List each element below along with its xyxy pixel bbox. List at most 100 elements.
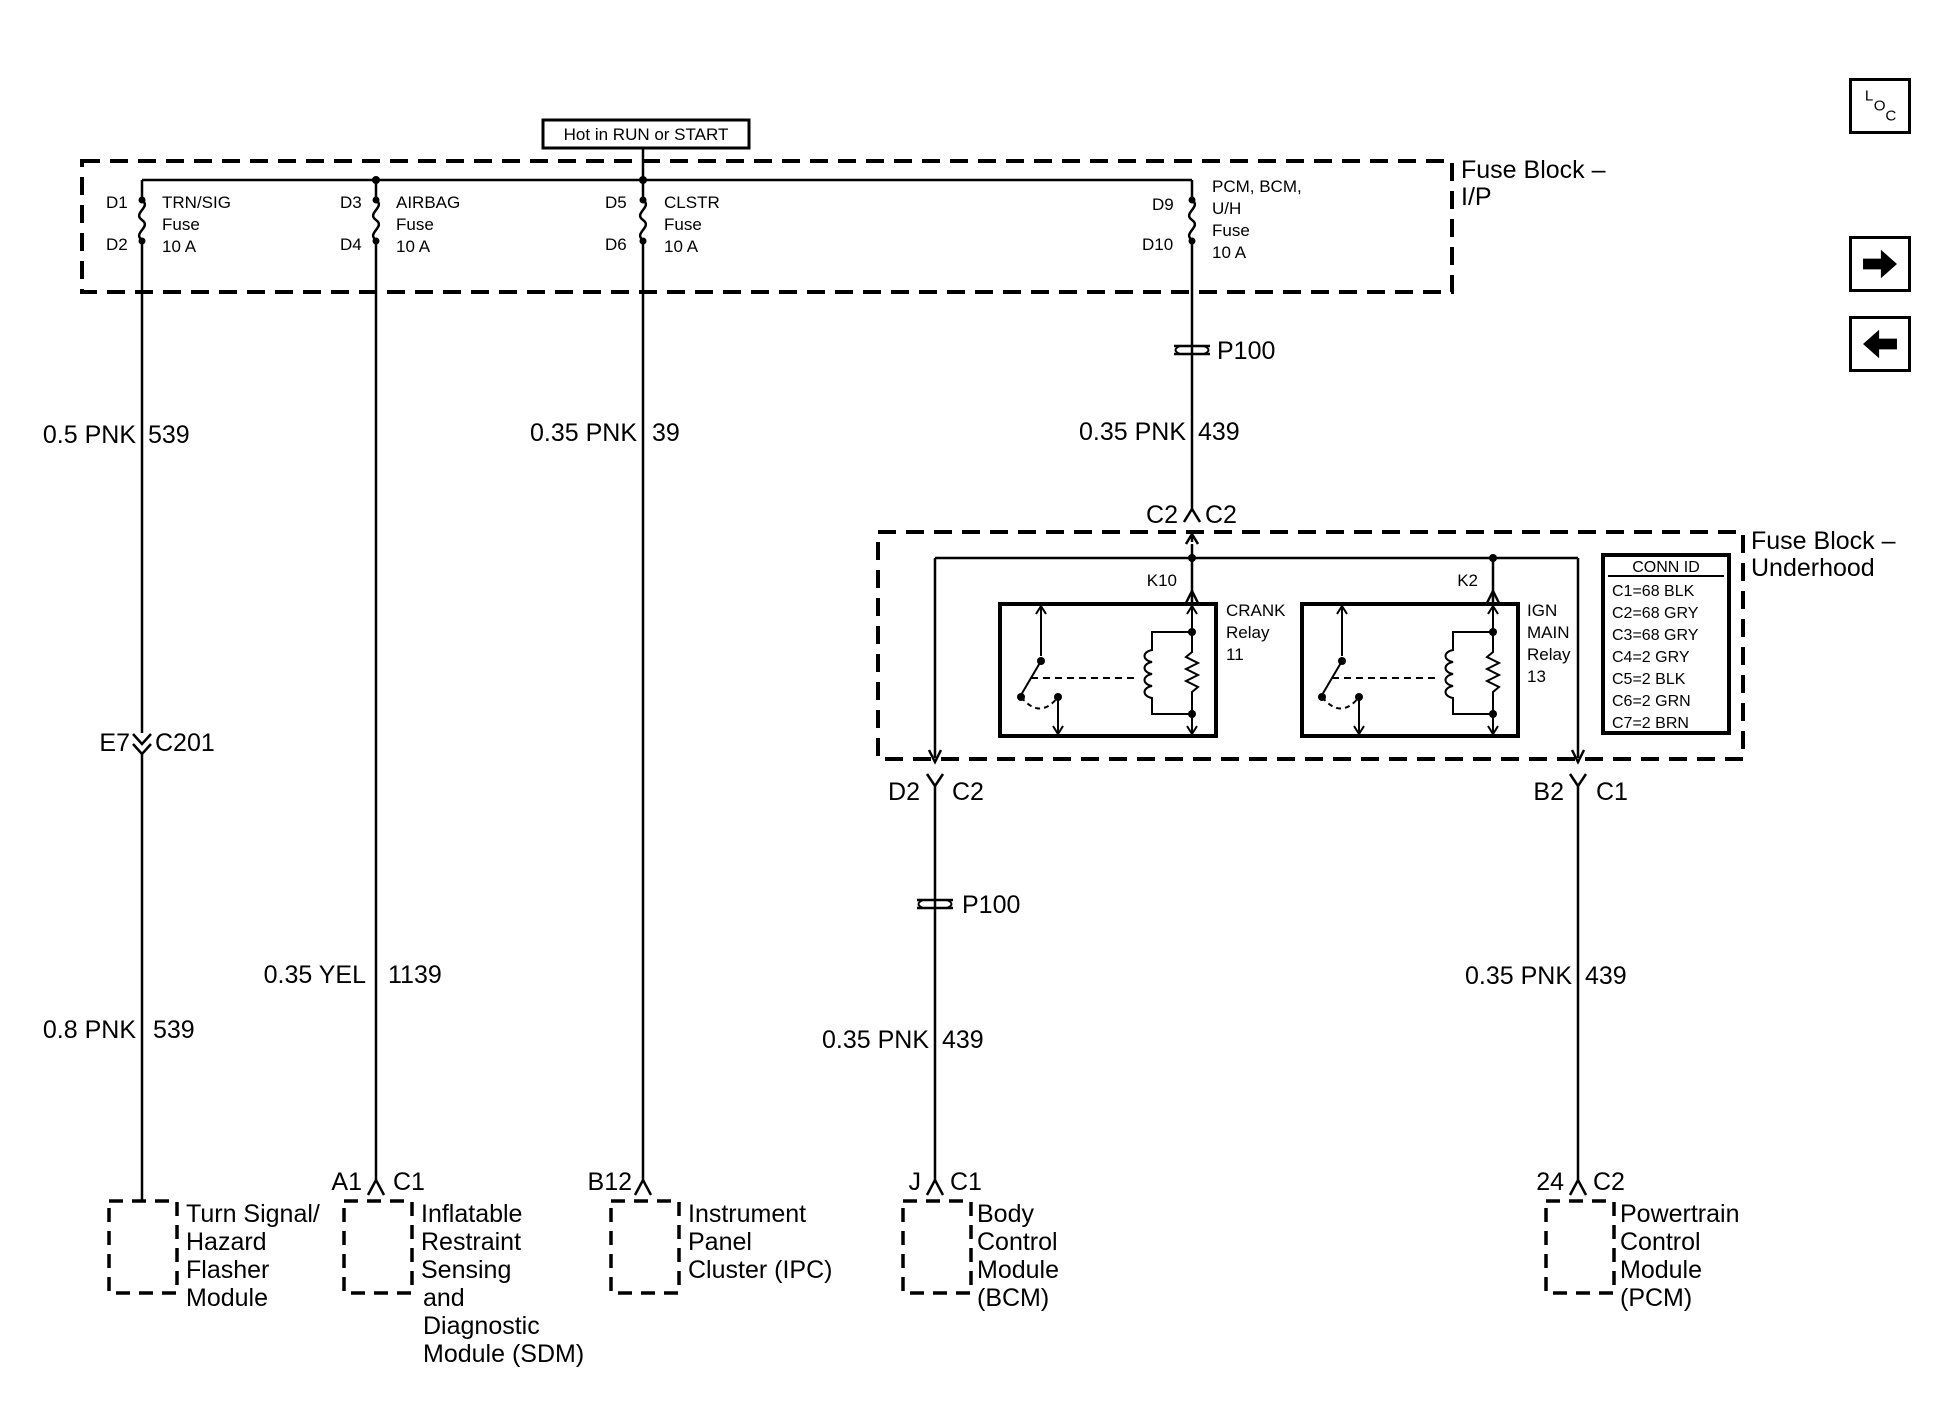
component-label-line: Module (SDM) — [423, 1340, 584, 1368]
uh-out-arrow — [1570, 749, 1586, 765]
crank-relay: CRANK Relay 11 — [998, 601, 1286, 738]
component-label-line: Instrument — [688, 1200, 806, 1228]
wire-circuit: 539 — [148, 421, 190, 449]
fuse-rating: 10 A — [162, 237, 197, 256]
fuse-block-ip-title: Fuse Block – — [1461, 156, 1606, 184]
component-label-line: (BCM) — [977, 1284, 1049, 1312]
wire-circuit: 439 — [942, 1026, 984, 1054]
relay-label: Relay — [1527, 645, 1571, 664]
splice-p100-bottom: P100 — [917, 891, 1020, 919]
conn-id-row: C4=2 GRY — [1612, 649, 1690, 666]
locator-button[interactable]: L O C — [1849, 78, 1911, 134]
component-label-line: (PCM) — [1620, 1284, 1692, 1312]
svg-text:O: O — [1874, 97, 1886, 114]
connector-b2-c1 — [1568, 773, 1588, 789]
relay-pin: K10 — [1147, 571, 1177, 590]
fuse-clstr: D5 D6 CLSTR Fuse 10 A — [605, 180, 720, 256]
fuse-pin-bottom: D2 — [106, 235, 128, 254]
fuse-type: Fuse — [664, 215, 702, 234]
wire-gauge: 0.5 PNK — [43, 421, 136, 449]
fuse-type: Fuse — [1212, 221, 1250, 240]
wire-circuit: 439 — [1198, 418, 1240, 446]
connector-id: C2 — [952, 778, 984, 806]
wire-gauge: 0.35 PNK — [822, 1026, 929, 1054]
fuse-block-ip-outline — [80, 159, 1454, 294]
svg-text:L: L — [1865, 88, 1873, 105]
connector-pin: D2 — [888, 778, 920, 806]
relay-label: 11 — [1226, 645, 1244, 664]
relay-pin: K2 — [1457, 571, 1478, 590]
wire-circuit: 439 — [1585, 962, 1627, 990]
splice-p100-top: P100 — [1174, 337, 1275, 365]
component-label-line: Flasher — [186, 1256, 269, 1284]
fuse-pin-top: D3 — [340, 193, 362, 212]
fuse-type: Fuse — [396, 215, 434, 234]
component-label-line: Cluster (IPC) — [688, 1256, 832, 1284]
splice-label: P100 — [962, 891, 1020, 919]
wire-gauge: 0.35 PNK — [1079, 418, 1186, 446]
fuse-block-uh-title: Fuse Block – — [1751, 527, 1896, 555]
next-page-button[interactable] — [1849, 236, 1911, 292]
connector-ipc — [633, 1177, 653, 1196]
component-label-line: Module — [1620, 1256, 1702, 1284]
wire-circuit: 539 — [153, 1016, 195, 1044]
relay-pin-arrow — [1485, 588, 1501, 604]
ign-main-relay: IGN MAIN Relay 13 — [1300, 601, 1571, 738]
component-label-line: Body — [977, 1200, 1034, 1228]
conn-id-row: C3=68 GRY — [1612, 627, 1699, 644]
connector-sdm — [366, 1177, 386, 1196]
prev-page-button[interactable] — [1849, 316, 1911, 372]
connector-pin: J — [909, 1168, 922, 1196]
connector-id: C1 — [1596, 778, 1628, 806]
uh-out-arrow — [927, 749, 943, 765]
relay-label: 13 — [1527, 667, 1546, 686]
connector-pcm — [1568, 1177, 1588, 1196]
arrow-right-icon — [1863, 249, 1897, 279]
component-label: Turn Signal/ Hazard Flasher Module — [186, 1200, 320, 1312]
connector-pin: B12 — [588, 1168, 632, 1196]
component-pcm — [1544, 1199, 1616, 1295]
fuse-rating: 10 A — [1212, 243, 1247, 262]
fuse-pin-bottom: D4 — [340, 235, 362, 254]
wire-gauge: 0.8 PNK — [43, 1016, 136, 1044]
wire-gauge: 0.35 YEL — [264, 961, 367, 989]
component-turn-signal-module — [107, 1199, 179, 1295]
fuse-type: Fuse — [162, 215, 200, 234]
fuse-name: U/H — [1212, 199, 1241, 218]
component-ipc — [609, 1199, 681, 1295]
component-label-line: Panel — [688, 1228, 752, 1256]
component-label: Powertrain Control Module (PCM) — [1620, 1200, 1740, 1312]
connector-pin: C2 — [1146, 501, 1178, 529]
connector-c201: E7 C201 — [99, 729, 214, 757]
fuse-trn-sig: D1 D2 TRN/SIG Fuse 10 A — [106, 180, 231, 256]
svg-text:C: C — [1885, 107, 1896, 124]
component-label-line: Diagnostic — [423, 1312, 540, 1340]
wire-gauge: 0.35 PNK — [530, 419, 637, 447]
connector-id: C201 — [155, 729, 215, 757]
fuse-pin-bottom: D10 — [1142, 235, 1173, 254]
wire-circuit: 39 — [652, 419, 680, 447]
fuse-airbag: D3 D4 AIRBAG Fuse 10 A — [340, 180, 460, 256]
component-label: Body Control Module (BCM) — [977, 1200, 1059, 1312]
component-label: Instrument Panel Cluster (IPC) — [688, 1200, 832, 1284]
power-source-label: Hot in RUN or START — [541, 118, 751, 150]
connector-uh-in — [1182, 506, 1202, 523]
relay-label: MAIN — [1527, 623, 1570, 642]
conn-id-row: C1=68 BLK — [1612, 583, 1695, 600]
component-label-line: Sensing — [421, 1256, 511, 1284]
component-label-line: Restraint — [421, 1228, 521, 1256]
fuse-rating: 10 A — [396, 237, 431, 256]
component-label-line: and — [423, 1284, 465, 1312]
connector-pin: 24 — [1536, 1168, 1564, 1196]
fuse-name: TRN/SIG — [162, 193, 231, 212]
component-sdm — [342, 1199, 414, 1295]
relay-label: IGN — [1527, 601, 1557, 620]
wire-gauge: 0.35 PNK — [1465, 962, 1572, 990]
splice-label: P100 — [1217, 337, 1275, 365]
conn-id-header: CONN ID — [1632, 559, 1700, 576]
conn-id-row: C2=68 GRY — [1612, 605, 1699, 622]
power-source-text: Hot in RUN or START — [564, 125, 729, 144]
arrow-left-icon — [1863, 329, 1897, 359]
fuse-rating: 10 A — [664, 237, 699, 256]
